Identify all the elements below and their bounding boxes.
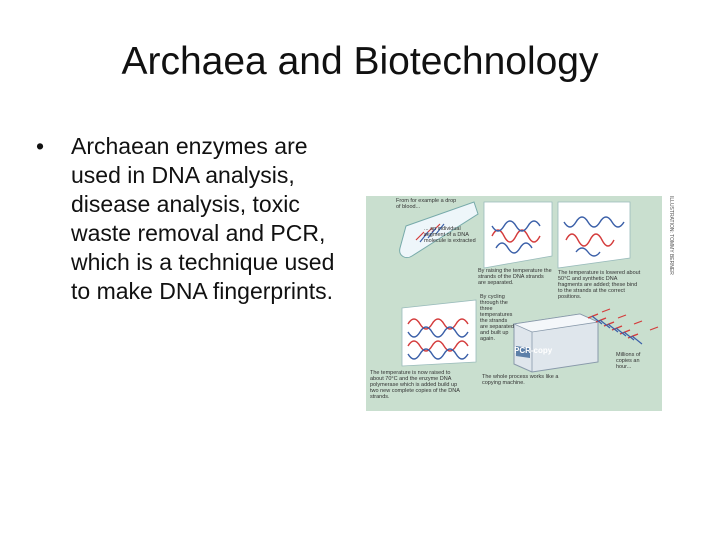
bullet-marker: • — [36, 133, 45, 159]
pcr-machine-icon — [512, 313, 600, 373]
dna-copies — [587, 308, 659, 345]
caption-blood: From for example a drop of blood... — [396, 198, 457, 210]
panel-polymerase — [401, 299, 477, 367]
illustration-credit: ILLUSTRATION: TOMMY BERNER — [668, 196, 674, 275]
bullet-item: • Archaean enzymes are used in DNA analy… — [36, 132, 356, 306]
test-tube-icon — [399, 201, 479, 259]
panel-primers — [557, 201, 631, 269]
caption-raised-again: The temperature is now raised to about 7… — [370, 370, 460, 400]
bullet-list: • Archaean enzymes are used in DNA analy… — [36, 132, 356, 306]
slide-title: Archaea and Biotechnology — [121, 40, 599, 83]
pcr-machine-label: PCR-copy — [514, 346, 553, 355]
pcr-diagram: From for example a drop of blood... ... … — [366, 196, 662, 411]
caption-cycling: By cycling through the three temperature… — [480, 294, 514, 342]
caption-copying-machine: The whole process works like a copying m… — [482, 374, 559, 386]
bullet-text: Archaean enzymes are used in DNA analysi… — [71, 133, 335, 304]
pcr-diagram-graphics — [399, 201, 659, 373]
caption-segment: ... an individual segment of a DNA molec… — [424, 226, 476, 244]
caption-lower-temp: The temperature is lowered about 50°C an… — [558, 270, 641, 300]
panel-separation — [483, 201, 553, 269]
caption-raise-temp: By raising the temperature the strands o… — [478, 268, 552, 286]
caption-copies: Millions of copies an hour... — [616, 352, 641, 370]
